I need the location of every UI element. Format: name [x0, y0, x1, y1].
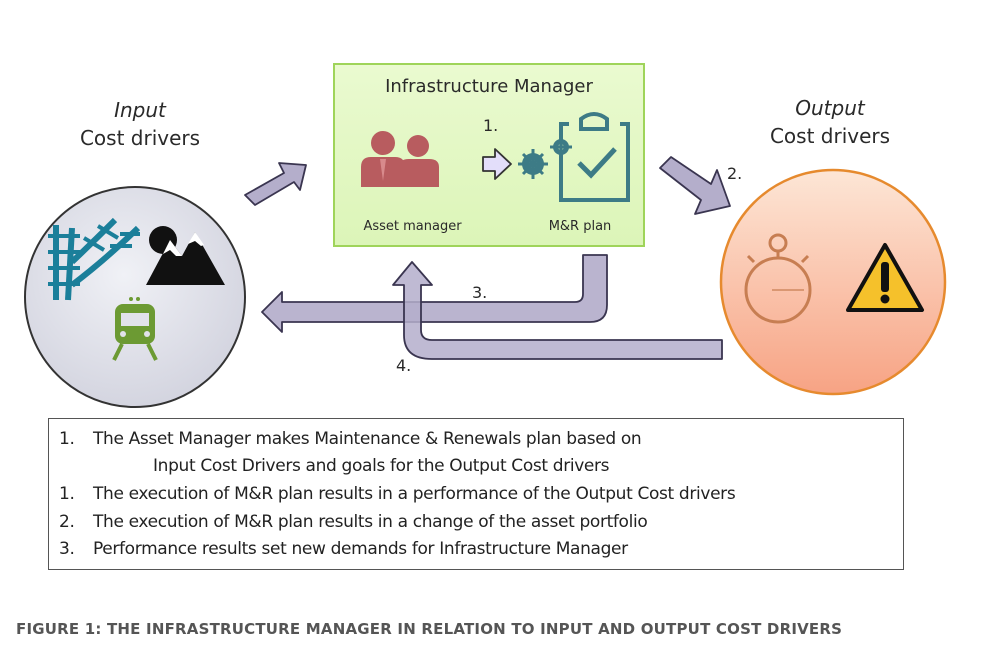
output-cost-drivers-title: Output Cost drivers	[750, 94, 910, 150]
output-title-italic: Output	[795, 96, 865, 120]
asset-manager-label: Asset manager	[363, 219, 462, 234]
arrow-input-to-manager	[244, 162, 307, 206]
arrow-plan-to-input	[261, 254, 608, 333]
infrastructure-manager-title: Infrastructure Manager	[385, 76, 593, 97]
input-title-sub: Cost drivers	[79, 126, 201, 150]
infrastructure-manager-box	[333, 63, 645, 247]
step-2-label: 2.	[727, 164, 743, 183]
legend-item: 1.The Asset Manager makes Maintenance & …	[59, 429, 642, 449]
figure-caption: FIGURE 1: THE INFRASTRUCTURE MANAGER IN …	[16, 620, 843, 638]
step-1-label: 1.	[483, 116, 499, 135]
mountain-icon	[146, 226, 225, 285]
plan-icon	[518, 112, 630, 202]
arrow-manager-to-output	[659, 156, 731, 215]
warning-icon	[846, 243, 924, 312]
output-title-sub: Cost drivers	[769, 124, 891, 148]
step-4-label: 4.	[396, 356, 412, 375]
stopwatch-icon	[744, 233, 812, 324]
mr-plan-label: M&R plan	[548, 219, 612, 234]
legend-item: 3.Performance results set new demands fo…	[59, 539, 628, 559]
arrow-output-to-manager	[392, 261, 723, 360]
step-3-label: 3.	[472, 283, 488, 302]
train-icon	[112, 297, 158, 361]
legend-item: 2.The execution of M&R plan results in a…	[59, 512, 648, 532]
manager-icons	[361, 112, 630, 202]
legend-item: 1.The execution of M&R plan results in a…	[59, 484, 736, 504]
input-cost-drivers-title: Input Cost drivers	[60, 96, 220, 152]
railway-tracks-icon	[48, 217, 141, 301]
output-cost-drivers-circle	[719, 168, 947, 396]
legend-item-continuation: Input Cost Drivers and goals for the Out…	[153, 456, 610, 476]
arrow-step-1	[482, 148, 512, 180]
input-title-italic: Input	[114, 98, 166, 122]
people-icon	[361, 131, 439, 187]
legend-box: 1.The Asset Manager makes Maintenance & …	[48, 418, 904, 570]
